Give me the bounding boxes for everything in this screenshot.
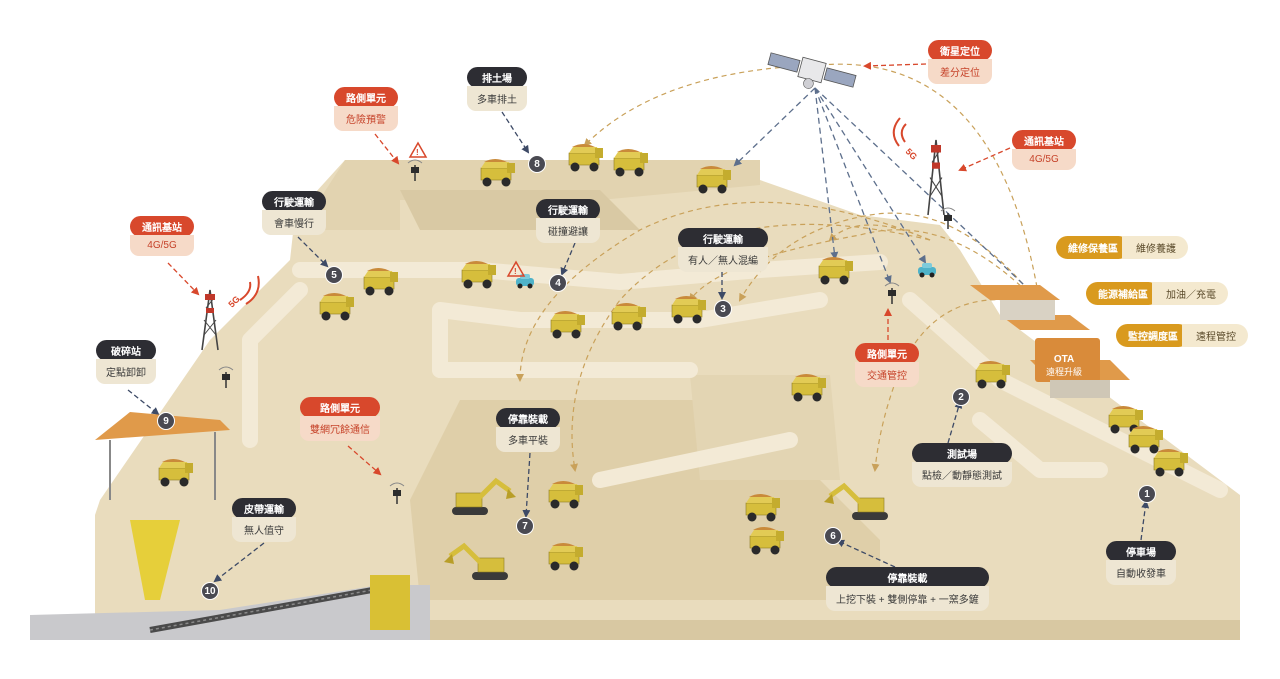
label-desc: 多車平裝: [496, 427, 560, 452]
label-crusher: 破碎站 定點卸卸: [96, 340, 156, 384]
tower-icon: [927, 139, 945, 216]
label-desc: 上挖下裝 + 雙側停靠 + 一窯多鏟: [826, 586, 989, 611]
station-number-10: 10: [201, 582, 219, 600]
station-pointers: [127, 111, 1150, 583]
station-number-6: 6: [824, 527, 842, 545]
ota-panel: OTA 遠程升級: [1033, 354, 1095, 378]
side-item-value: 維修養護: [1122, 236, 1188, 259]
svg-text:!: !: [514, 267, 517, 276]
side-item-name: 維修保養區: [1056, 236, 1130, 259]
label-desc: 自動收發車: [1106, 560, 1176, 585]
label-roadside-hazard: 路側單元 危險預警: [334, 87, 398, 131]
label-desc: 危險預警: [334, 106, 398, 131]
maintenance-buildings: [970, 285, 1130, 398]
label-drive-collision: 行駛運輸 碰撞避讓: [536, 199, 600, 243]
side-item-value: 遠程管控: [1182, 324, 1248, 347]
label-dump-site: 排土場 多車排土: [467, 67, 527, 111]
side-item-value: 加油／充電: [1152, 282, 1228, 305]
svg-text:5G: 5G: [226, 294, 242, 310]
ota-desc: 遠程升級: [1045, 367, 1082, 377]
station-number-3: 3: [714, 300, 732, 318]
warning-icon: !: [408, 141, 428, 158]
label-desc: 定點卸卸: [96, 359, 156, 384]
station-number-2: 2: [952, 388, 970, 406]
roadside-pointers: [167, 61, 1011, 476]
label-base-station-right: 通訊基站 4G/5G: [1012, 130, 1076, 170]
label-loading-center: 停靠裝載 多車平裝: [496, 408, 560, 452]
label-desc: 點檢／動靜態測試: [912, 462, 1012, 487]
side-item-name: 能源補給區: [1086, 282, 1160, 305]
svg-text:!: !: [416, 148, 419, 157]
label-desc: 多車排土: [467, 86, 527, 111]
satellite-icon: [767, 52, 857, 89]
label-title: 測試場: [912, 443, 1012, 464]
label-title: 路側單元: [855, 343, 919, 364]
ota-title: OTA: [1053, 354, 1075, 365]
label-title: 路側單元: [300, 397, 380, 418]
label-title: 通訊基站: [130, 216, 194, 237]
station-number-1: 1: [1138, 485, 1156, 503]
label-drive-meeting: 行駛運輸 會車慢行: [262, 191, 326, 235]
label-title: 排土場: [467, 67, 527, 88]
label-desc: 交通管控: [855, 362, 919, 387]
side-item-name: 監控調度區: [1116, 324, 1190, 347]
label-title: 停靠裝載: [496, 408, 560, 429]
label-title: 行駛運輸: [678, 228, 768, 249]
haul-roads: [242, 254, 1228, 498]
svg-text:5G: 5G: [904, 146, 920, 162]
label-title: 皮帶運輸: [232, 498, 296, 519]
label-title: 行駛運輸: [262, 191, 326, 212]
label-title: 停靠裝載: [826, 567, 989, 588]
conveyor-belt-icon: [30, 575, 430, 640]
label-drive-mixed: 行駛運輸 有人／無人混編: [678, 228, 768, 272]
station-number-8: 8: [528, 155, 546, 173]
label-desc: 會車慢行: [262, 210, 326, 235]
station-number-9: 9: [157, 412, 175, 430]
station-number-5: 5: [325, 266, 343, 284]
label-roadside-dual: 路側單元 雙網冗餘通信: [300, 397, 380, 441]
label-roadside-traffic: 路側單元 交通管控: [855, 343, 919, 387]
label-desc: 碰撞避讓: [536, 218, 600, 243]
label-desc: 無人值守: [232, 517, 296, 542]
label-desc: 雙網冗餘通信: [300, 416, 380, 441]
label-test-site: 測試場 點檢／動靜態測試: [912, 443, 1012, 487]
label-title: 通訊基站: [1012, 130, 1076, 151]
warning-icon: !: [506, 260, 526, 277]
side-item-maintenance: 維修保養區 維修養護: [1056, 236, 1188, 259]
station-number-7: 7: [516, 517, 534, 535]
label-parking: 停車場 自動收發車: [1106, 541, 1176, 585]
label-title: 破碎站: [96, 340, 156, 361]
label-title: 衛星定位: [928, 40, 992, 61]
label-title: 行駛運輸: [536, 199, 600, 220]
satellite-links: [733, 87, 1042, 302]
label-title: 停車場: [1106, 541, 1176, 562]
station-number-4: 4: [549, 274, 567, 292]
label-desc: 差分定位: [928, 59, 992, 84]
5g-signal-icon: 5G: [892, 117, 920, 162]
label-desc: 4G/5G: [1012, 149, 1076, 170]
side-item-control: 監控調度區 遠程管控: [1116, 324, 1248, 347]
label-title: 路側單元: [334, 87, 398, 108]
label-loading-right: 停靠裝載 上挖下裝 + 雙側停靠 + 一窯多鏟: [826, 567, 989, 611]
label-desc: 4G/5G: [130, 235, 194, 256]
label-desc: 有人／無人混編: [678, 247, 768, 272]
side-item-energy: 能源補給區 加油／充電: [1086, 282, 1228, 305]
label-belt-transport: 皮帶運輸 無人值守: [232, 498, 296, 542]
label-base-station-left: 通訊基站 4G/5G: [130, 216, 194, 256]
label-satellite-positioning: 衛星定位 差分定位: [928, 40, 992, 84]
